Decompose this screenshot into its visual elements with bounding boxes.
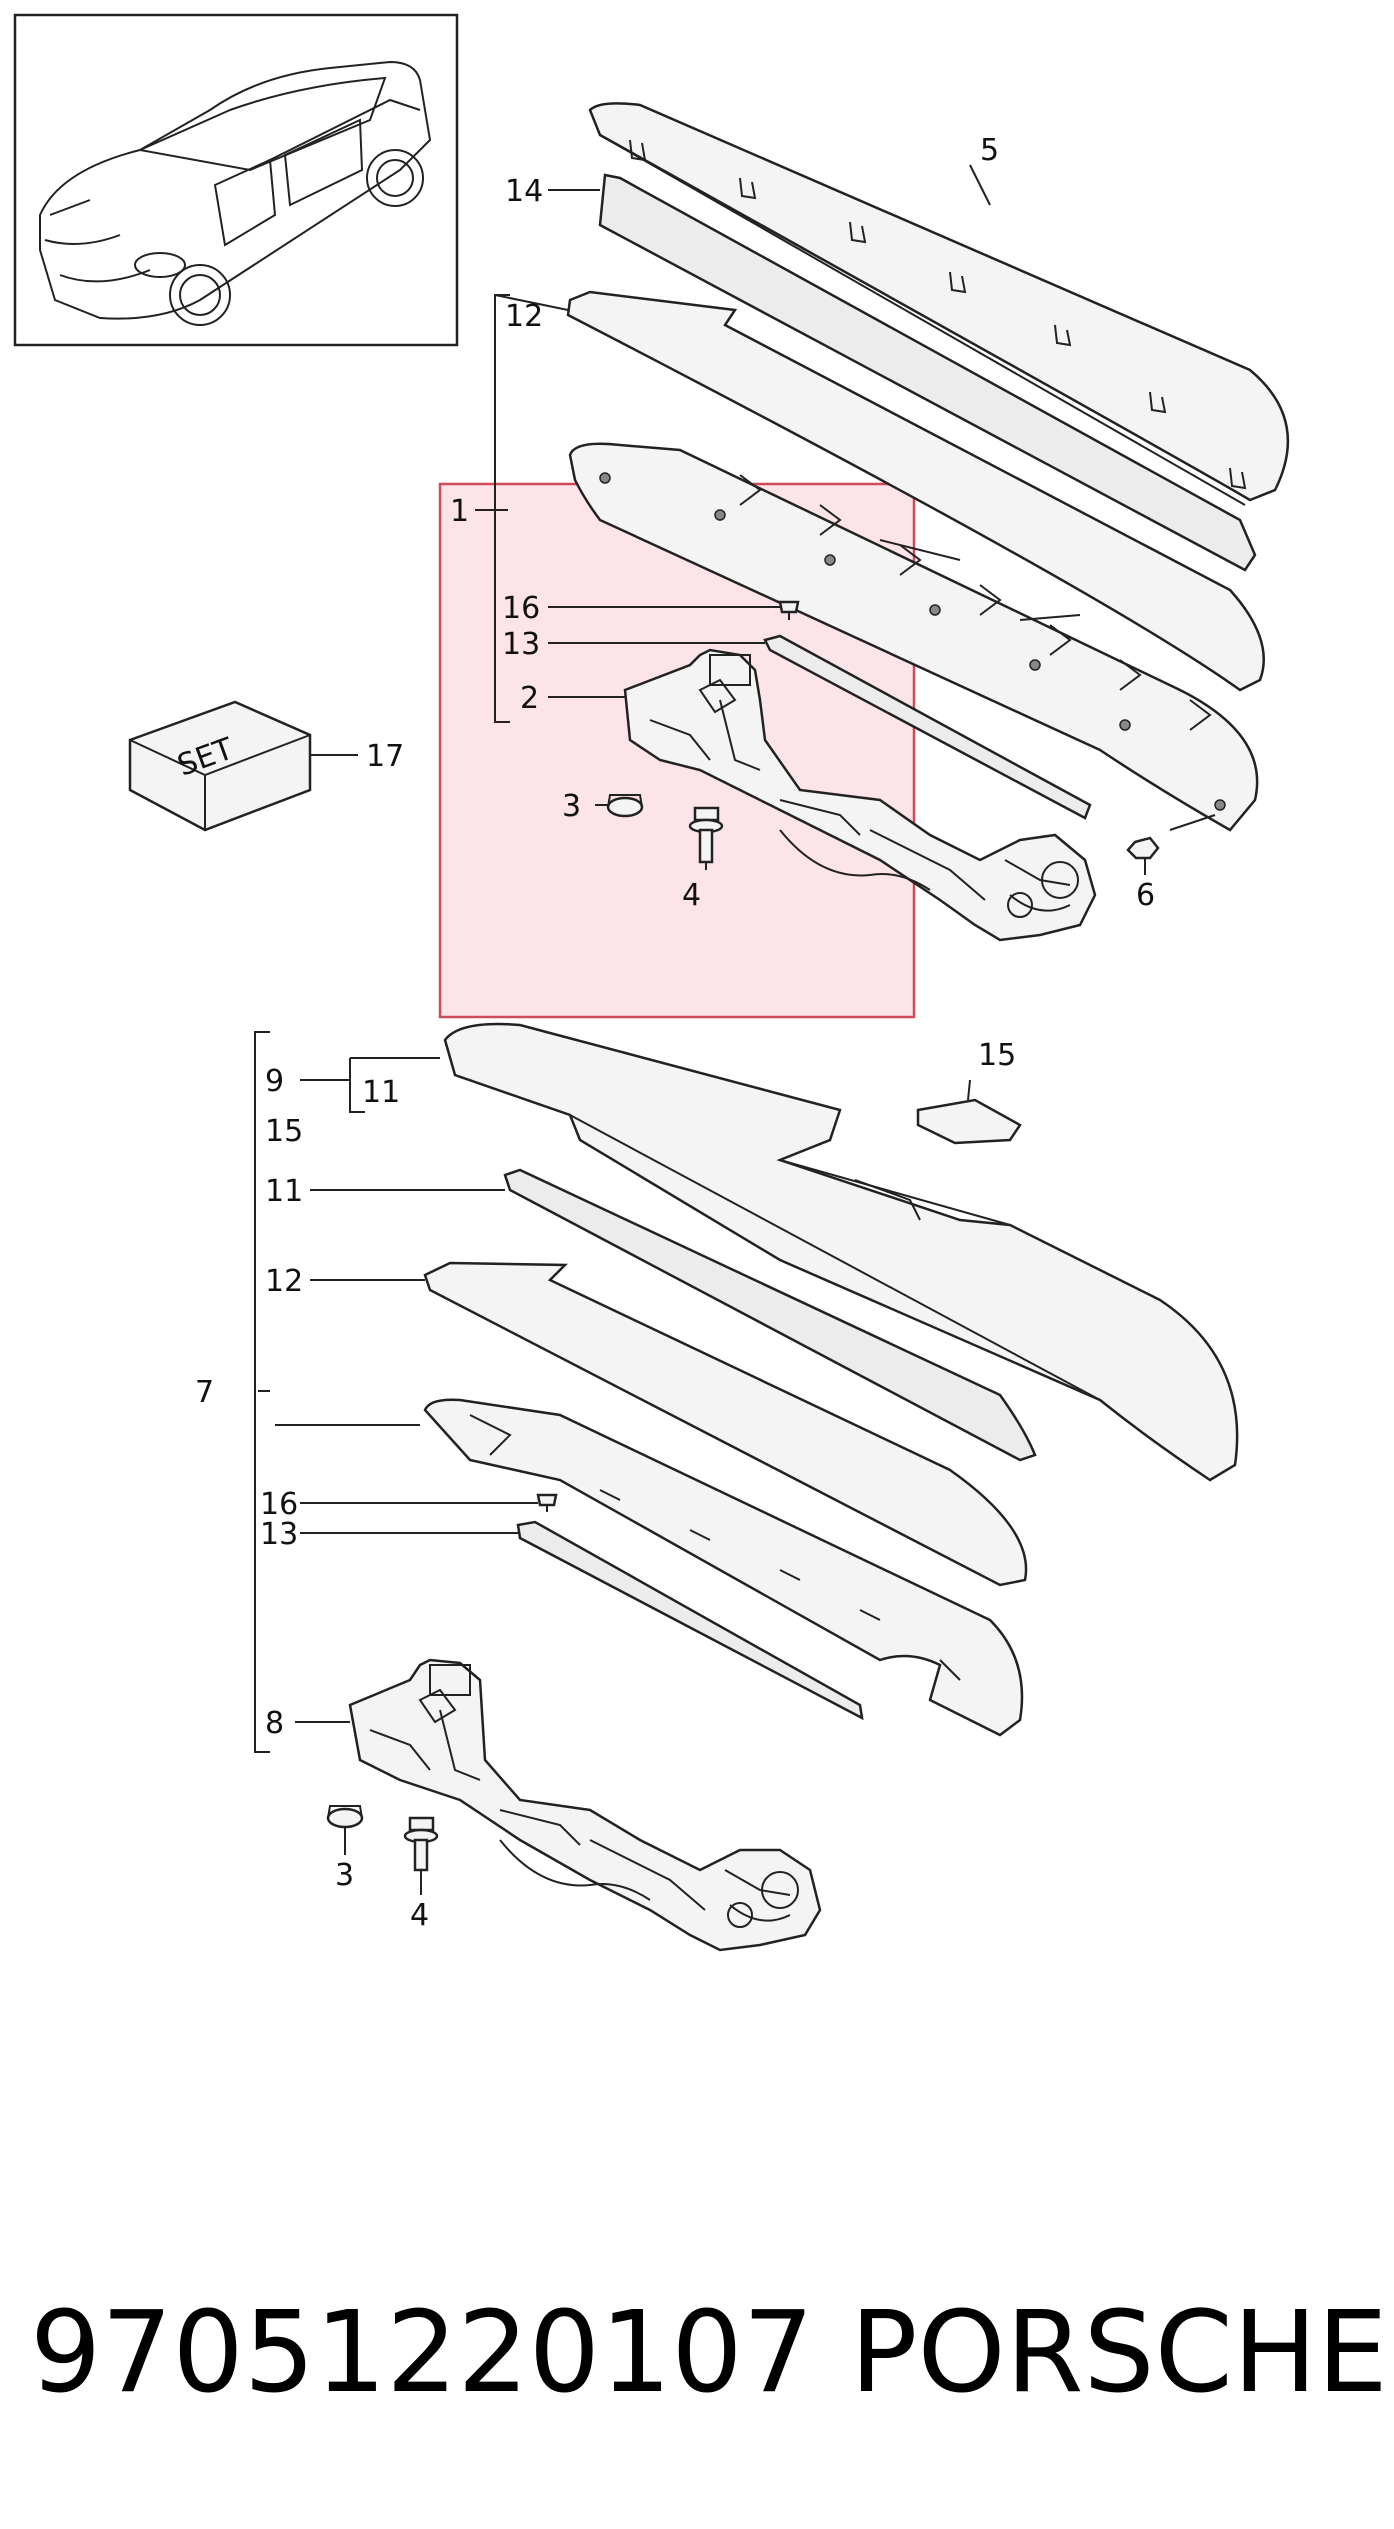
bolt-part-4-upper <box>688 806 724 864</box>
seal-part-12-lower <box>423 1261 1028 1587</box>
callout-15-insert: 15 <box>978 1038 1016 1073</box>
actuator-part-8 <box>348 1658 822 1952</box>
spoiler-frame-part-1 <box>568 442 1259 832</box>
callout-5: 5 <box>980 133 999 168</box>
grommet-part-3-upper <box>606 794 644 818</box>
grommet-part-3-lower <box>326 1805 364 1829</box>
brand-name: PORSCHE <box>850 2288 1388 2418</box>
callout-6: 6 <box>1136 878 1155 913</box>
callout-13-upper: 13 <box>502 627 540 662</box>
callout-7: 7 <box>195 1375 214 1410</box>
spoiler-cover-part-5 <box>588 102 1290 506</box>
bolt-part-4-lower <box>403 1816 439 1872</box>
callout-15-lower: 15 <box>265 1114 303 1149</box>
leader-lines <box>254 164 1216 1895</box>
clip-part-16-upper <box>778 600 800 620</box>
callout-17: 17 <box>366 739 404 774</box>
actuator-part-2 <box>623 648 1097 942</box>
callout-12-lower: 12 <box>265 1264 303 1299</box>
callout-3-lower: 3 <box>335 1858 354 1893</box>
car-thumbnail <box>13 13 459 347</box>
callout-13-lower: 13 <box>260 1517 298 1552</box>
callout-16-lower: 16 <box>260 1487 298 1522</box>
callout-11-upper: 11 <box>362 1075 400 1110</box>
callout-4-lower: 4 <box>410 1898 429 1933</box>
callout-14: 14 <box>505 174 543 209</box>
callout-labels: 5 14 12 1 16 13 2 3 4 6 17 15 9 11 15 11… <box>195 133 1155 1933</box>
spoiler-cover-part-9 <box>443 1022 1239 1482</box>
part-number: 97051220107 <box>30 2288 814 2418</box>
callout-12-upper: 12 <box>505 299 543 334</box>
seal-part-12-upper <box>566 290 1265 692</box>
insert-part-15 <box>916 1098 1022 1145</box>
callout-9: 9 <box>265 1064 284 1099</box>
callout-11-lower: 11 <box>265 1174 303 1209</box>
set-box: SET <box>128 700 312 832</box>
trim-strip-part-14 <box>598 139 1257 572</box>
seal-part-13-upper <box>763 634 1092 820</box>
seal-part-13-lower <box>516 1520 864 1721</box>
callout-8: 8 <box>265 1706 284 1741</box>
callout-3-upper: 3 <box>562 789 581 824</box>
nut-part-6 <box>1126 836 1160 860</box>
callout-1: 1 <box>450 494 469 529</box>
spoiler-frame-lower <box>423 1398 1024 1737</box>
callout-16-upper: 16 <box>502 591 540 626</box>
callout-2: 2 <box>520 681 539 716</box>
car-illustration <box>39 60 432 326</box>
seal-part-11 <box>503 1168 1037 1462</box>
clip-part-16-lower <box>536 1493 558 1512</box>
callout-4-upper: 4 <box>682 878 701 913</box>
